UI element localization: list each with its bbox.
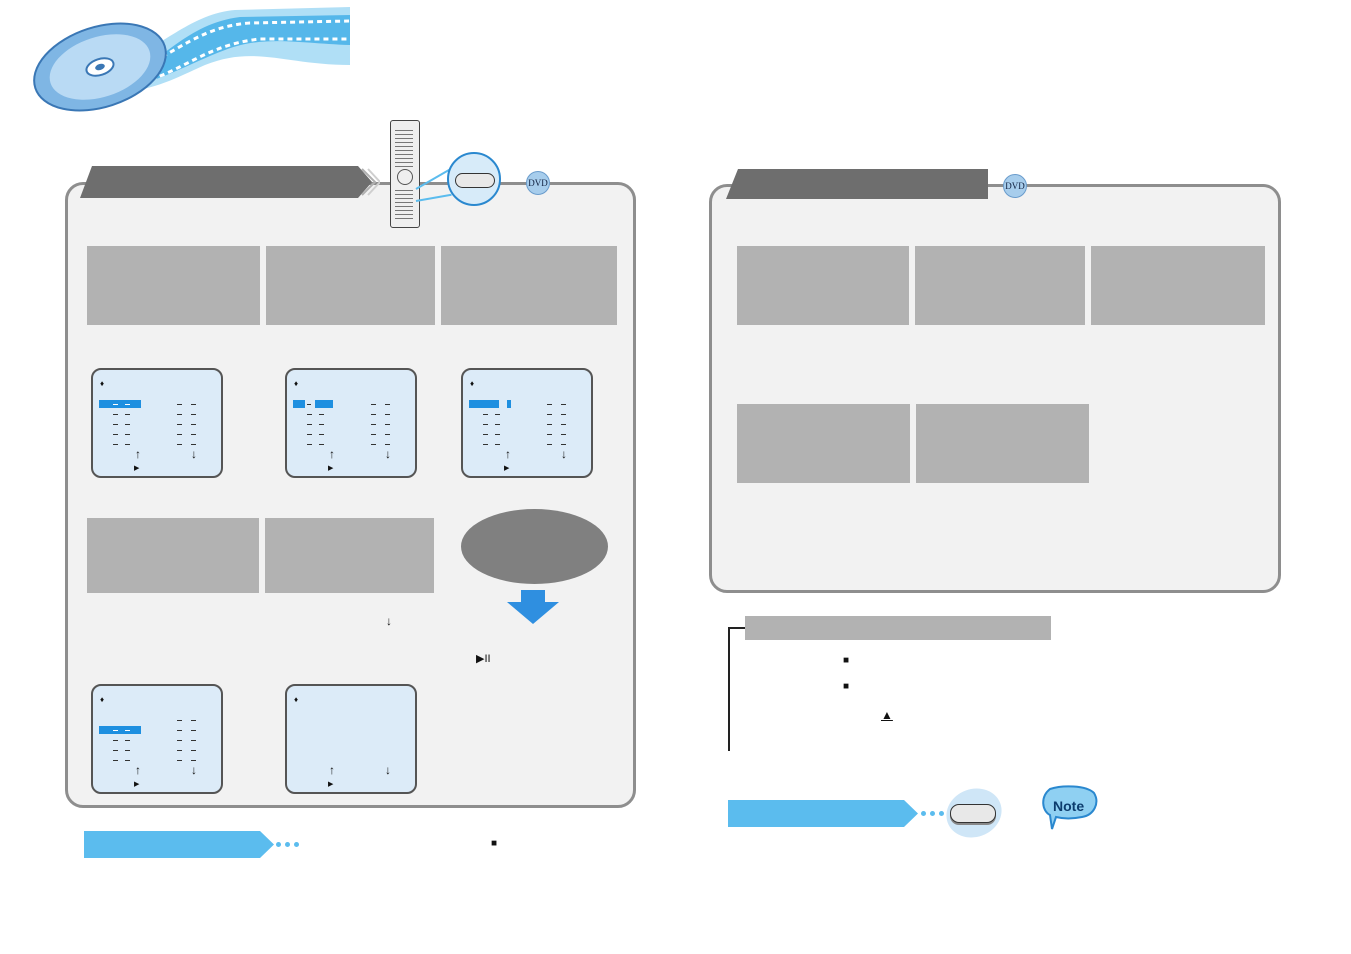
- right-step-box-2: [915, 246, 1085, 325]
- down-arrow-icon: ↓: [385, 763, 391, 777]
- dvd-icon: DVD: [526, 171, 550, 195]
- film-strip-dark: [105, 15, 350, 87]
- section-header-bar: [745, 616, 1051, 640]
- tv-screen-1: ♦ ↑ ↓ ▶: [91, 368, 223, 478]
- note-label: Note: [1053, 798, 1085, 814]
- stop-icon: ■: [843, 681, 850, 692]
- screen-diamond: ♦: [470, 379, 475, 388]
- remote-button-icon: [455, 173, 495, 188]
- step-box-2: [266, 246, 435, 325]
- dvd-icon: DVD: [1003, 174, 1027, 198]
- play-icon: ▶: [328, 465, 334, 472]
- remote-button-magnifier: [447, 152, 501, 206]
- screen-diamond: ♦: [294, 379, 299, 388]
- right-step-box-5: [916, 404, 1089, 483]
- screen-diamond: ♦: [100, 695, 105, 704]
- up-arrow-icon: ↑: [135, 763, 141, 777]
- down-arrow-icon: ↓: [191, 763, 197, 777]
- note-icon: [1042, 785, 1098, 830]
- step-box-4: [87, 518, 259, 593]
- tv-screen-4: ♦ ↑ ↓ ▶: [91, 684, 223, 794]
- play-icon: ▶: [134, 781, 140, 788]
- right-panel-tab: [726, 169, 988, 199]
- step-box-5: [265, 518, 434, 593]
- down-arrow-icon: ↓: [191, 447, 197, 461]
- result-ellipse: [461, 509, 608, 584]
- down-arrow-icon: ↓: [386, 614, 392, 628]
- right-blue-banner: [728, 800, 918, 827]
- bracket-top: [728, 627, 746, 629]
- eject-icon: ▲: [881, 708, 893, 722]
- screen-diamond: ♦: [294, 695, 299, 704]
- play-icon: ▶: [134, 465, 140, 472]
- remote-button-icon: [950, 804, 996, 823]
- stop-icon: ■: [491, 838, 498, 849]
- play-icon: ▶: [504, 465, 510, 472]
- tv-screen-2: ♦ ↑ ↓ ▶: [285, 368, 417, 478]
- step-box-1: [87, 246, 260, 325]
- right-step-box-1: [737, 246, 909, 325]
- screen-diamond: ♦: [100, 379, 105, 388]
- tv-screen-5: ♦ ↑ ↓ ▶: [285, 684, 417, 794]
- play-icon: ▶: [328, 781, 334, 788]
- up-arrow-icon: ↑: [329, 763, 335, 777]
- left-blue-banner: [84, 831, 274, 858]
- right-step-box-3: [1091, 246, 1265, 325]
- play-pause-icon: ▶II: [476, 653, 491, 665]
- tv-screen-3: ♦ ↑ ↓ ▶: [461, 368, 593, 478]
- right-step-box-4: [737, 404, 910, 483]
- step-box-3: [441, 246, 617, 325]
- disc-film-graphic: [33, 7, 351, 112]
- up-arrow-icon: ↑: [329, 447, 335, 461]
- left-panel-tab: [80, 166, 380, 198]
- down-arrow-icon: ↓: [561, 447, 567, 461]
- down-arrow-big-icon: [507, 590, 559, 624]
- down-arrow-icon: ↓: [385, 447, 391, 461]
- bracket-line: [728, 627, 730, 751]
- stop-icon: ■: [843, 655, 850, 666]
- remote-control-icon: [390, 120, 420, 228]
- up-arrow-icon: ↑: [505, 447, 511, 461]
- up-arrow-icon: ↑: [135, 447, 141, 461]
